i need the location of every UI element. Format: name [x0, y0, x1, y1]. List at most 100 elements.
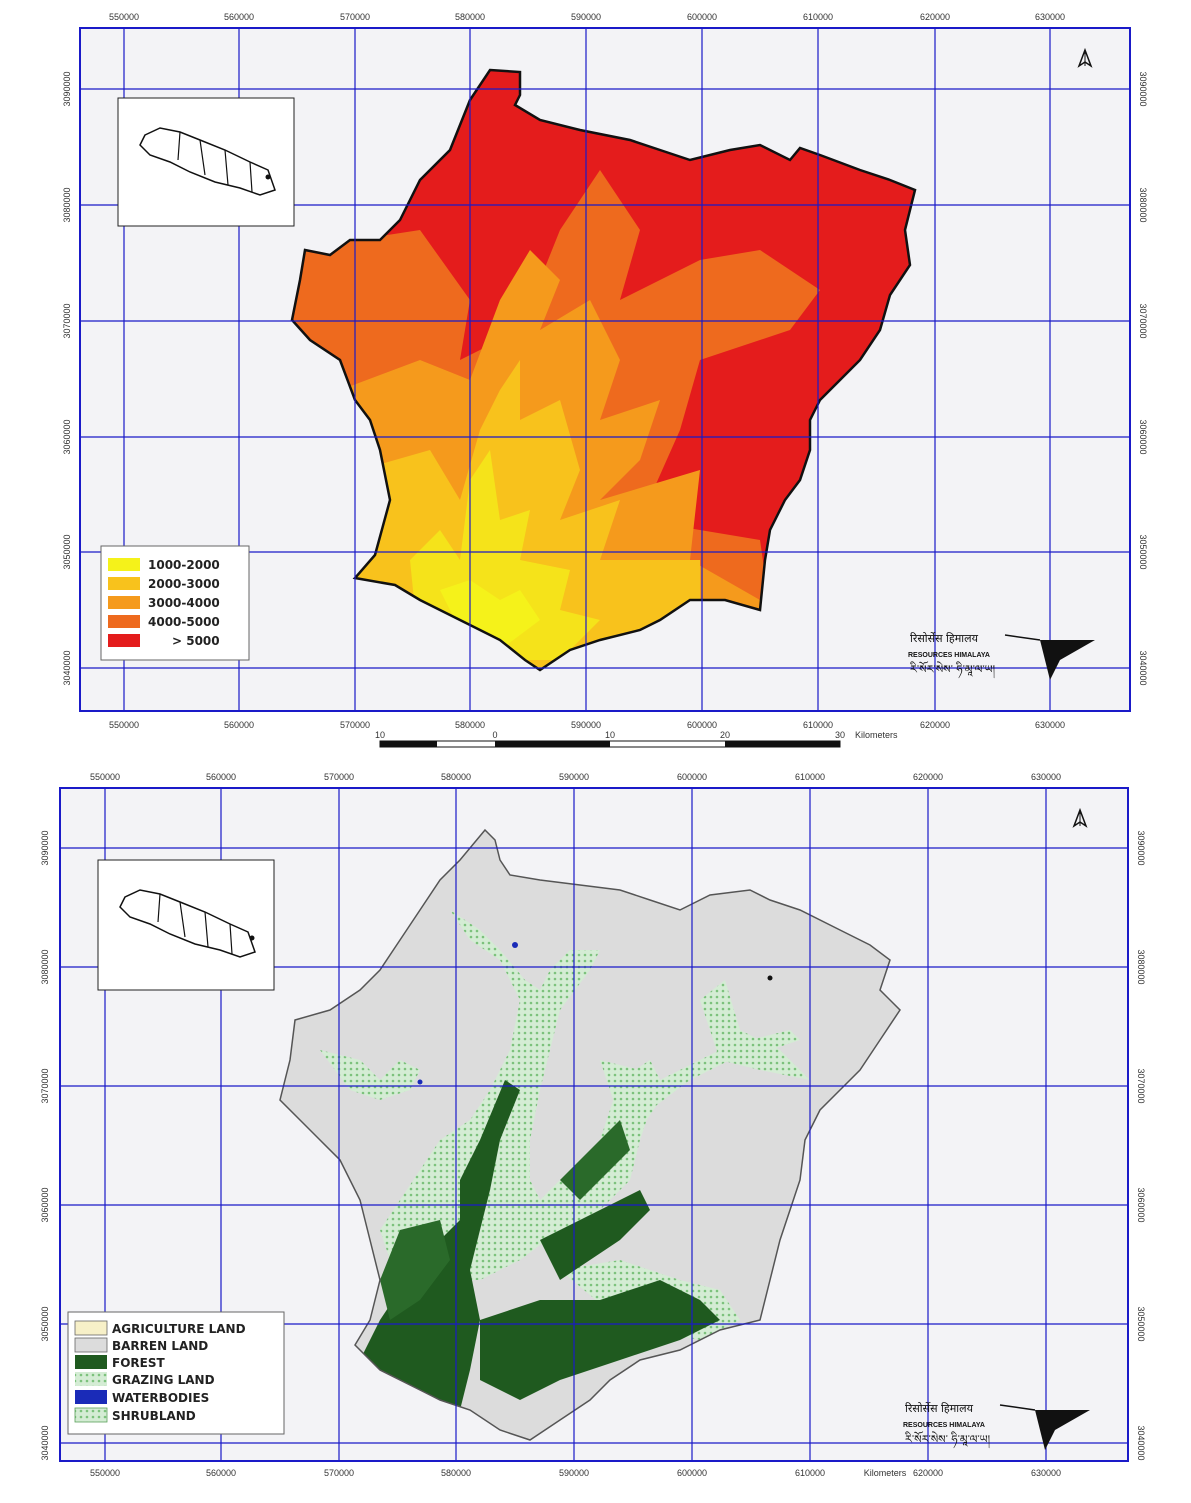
svg-text:RESOURCES HIMALAYA: RESOURCES HIMALAYA — [903, 1422, 985, 1429]
y-tick: 3050000 — [1136, 1306, 1146, 1341]
x-tick-labels-bottom: 550000 560000 570000 580000 590000 60000… — [109, 720, 1065, 730]
scale-unit: Kilometers — [864, 1468, 907, 1478]
legend-swatch — [74, 1337, 108, 1353]
y-tick: 3090000 — [62, 71, 72, 106]
x-tick: 580000 — [455, 12, 485, 22]
y-tick-labels-right: 3090000 3080000 3070000 3060000 3050000 … — [1138, 71, 1148, 685]
y-tick: 3080000 — [62, 187, 72, 222]
legend-swatch — [108, 615, 140, 628]
y-tick: 3040000 — [40, 1425, 50, 1460]
x-tick: 600000 — [677, 1468, 707, 1478]
legend-swatch — [75, 1355, 107, 1369]
y-tick: 3090000 — [40, 830, 50, 865]
x-tick-labels-top: 550000 560000 570000 580000 590000 60000… — [109, 12, 1065, 22]
x-tick: 550000 — [90, 1468, 120, 1478]
x-tick: 570000 — [324, 1468, 354, 1478]
y-tick: 3070000 — [62, 303, 72, 338]
x-tick: 600000 — [677, 772, 707, 782]
x-tick: 610000 — [803, 12, 833, 22]
scale-label: 10 — [375, 730, 385, 740]
y-tick-labels-right: 3090000 3080000 3070000 3060000 3050000 … — [1136, 830, 1146, 1460]
x-tick: 560000 — [224, 12, 254, 22]
elevation-legend: 1000-2000 2000-3000 3000-4000 4000-5000 … — [100, 545, 250, 661]
x-tick: 550000 — [109, 12, 139, 22]
north-arrow-icon — [1072, 807, 1088, 828]
y-tick: 3040000 — [62, 650, 72, 685]
x-tick: 550000 — [90, 772, 120, 782]
y-tick: 3040000 — [1138, 650, 1148, 685]
x-tick: 570000 — [340, 12, 370, 22]
x-tick: 590000 — [571, 720, 601, 730]
legend-swatch — [108, 634, 140, 647]
scale-bar: 10 0 10 20 30 Kilometers — [375, 730, 898, 748]
scale-label: 10 — [605, 730, 615, 740]
legend-label: FOREST — [112, 1356, 165, 1370]
legend-swatch — [74, 1407, 108, 1423]
x-tick: 600000 — [687, 720, 717, 730]
legend-swatch — [74, 1320, 108, 1336]
svg-text:RESOURCES HIMALAYA: RESOURCES HIMALAYA — [908, 652, 990, 659]
x-tick: 560000 — [206, 772, 236, 782]
x-tick: 620000 — [913, 772, 943, 782]
elevation-map: 550000 560000 570000 580000 590000 60000… — [62, 12, 1148, 748]
y-tick: 3060000 — [1138, 419, 1148, 454]
y-tick: 3090000 — [1136, 830, 1146, 865]
scale-label: 20 — [720, 730, 730, 740]
landuse-legend: AGRICULTURE LAND BARREN LAND FOREST GRAZ… — [67, 1311, 285, 1435]
svg-text:རི་སོར་སེས་ ཧི་མཱ་ལ་ཡ།: རི་སོར་སེས་ ཧི་མཱ་ལ་ཡ། — [905, 1431, 991, 1449]
x-tick: 610000 — [795, 1468, 825, 1478]
y-tick: 3080000 — [1138, 187, 1148, 222]
location-marker-icon — [249, 935, 255, 941]
scale-unit: Kilometers — [855, 730, 898, 740]
y-tick: 3060000 — [40, 1187, 50, 1222]
legend-label: WATERBODIES — [112, 1391, 209, 1405]
x-tick-labels-top: 550000 560000 570000 580000 590000 60000… — [90, 772, 1061, 782]
x-tick: 620000 — [913, 1468, 943, 1478]
legend-label: 2000-3000 — [148, 577, 220, 591]
inset-map — [117, 97, 295, 227]
y-tick: 3040000 — [1136, 1425, 1146, 1460]
svg-text:रिसोर्सेस हिमालय: रिसोर्सेस हिमालय — [905, 1402, 974, 1415]
y-tick: 3060000 — [62, 419, 72, 454]
legend-label: 4000-5000 — [148, 615, 220, 629]
x-tick: 620000 — [920, 12, 950, 22]
x-tick: 560000 — [224, 720, 254, 730]
x-tick-labels-bottom: 550000 560000 570000 580000 590000 60000… — [90, 1468, 1061, 1478]
elevation-map-panel: 550000 560000 570000 580000 590000 60000… — [62, 12, 1148, 748]
x-tick: 570000 — [324, 772, 354, 782]
location-marker-icon — [265, 174, 271, 180]
legend-label: BARREN LAND — [112, 1339, 208, 1353]
x-tick: 580000 — [455, 720, 485, 730]
y-tick: 3060000 — [1136, 1187, 1146, 1222]
legend-swatch — [75, 1372, 107, 1386]
y-tick: 3070000 — [40, 1068, 50, 1103]
svg-text:རི་སོར་སེས་ ཧི་མཱ་ལ་ཡ།: རི་སོར་སེས་ ཧི་མཱ་ལ་ཡ། — [910, 661, 996, 679]
y-tick: 3070000 — [1138, 303, 1148, 338]
x-tick: 600000 — [687, 12, 717, 22]
scale-label: 30 — [835, 730, 845, 740]
x-tick: 630000 — [1035, 720, 1065, 730]
x-tick: 570000 — [340, 720, 370, 730]
y-tick: 3050000 — [1138, 534, 1148, 569]
legend-swatch — [108, 558, 140, 571]
legend-swatch — [75, 1390, 107, 1404]
y-tick: 3050000 — [40, 1306, 50, 1341]
landuse-map: 550000 560000 570000 580000 590000 60000… — [40, 772, 1146, 1478]
x-tick: 590000 — [571, 12, 601, 22]
north-arrow-icon — [1077, 47, 1093, 68]
legend-label: > 5000 — [172, 634, 220, 648]
legend-label: AGRICULTURE LAND — [112, 1322, 246, 1336]
landuse-map-panel: 550000 560000 570000 580000 590000 60000… — [0, 760, 1191, 1503]
x-tick: 610000 — [803, 720, 833, 730]
y-tick: 3070000 — [1136, 1068, 1146, 1103]
x-tick: 590000 — [559, 1468, 589, 1478]
legend-label: 1000-2000 — [148, 558, 220, 572]
x-tick: 630000 — [1035, 12, 1065, 22]
legend-swatch — [108, 577, 140, 590]
legend-label: GRAZING LAND — [112, 1373, 215, 1387]
x-tick: 580000 — [441, 1468, 471, 1478]
y-tick-labels-left: 3090000 3080000 3070000 3060000 3050000 … — [40, 830, 50, 1460]
scale-label: 0 — [492, 730, 497, 740]
x-tick: 620000 — [920, 720, 950, 730]
x-tick: 550000 — [109, 720, 139, 730]
